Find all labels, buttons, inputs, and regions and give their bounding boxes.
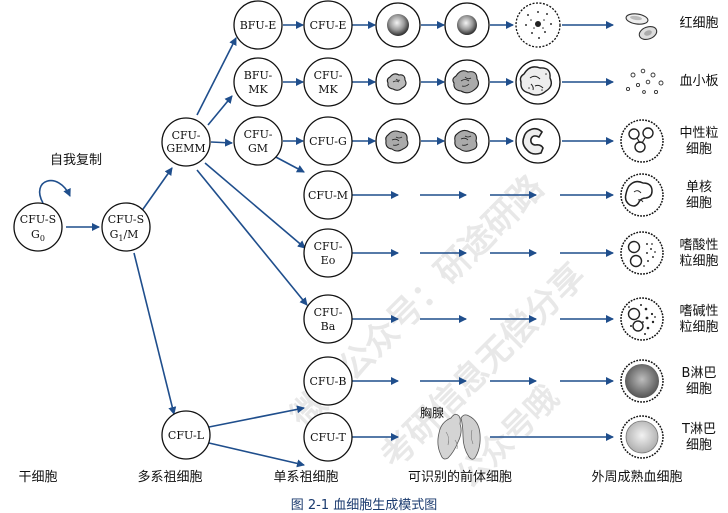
label-cfu-s-g1m-sub: G1/M bbox=[110, 228, 139, 243]
node-bfu-e bbox=[233, 0, 283, 50]
arrow-l-to-b bbox=[208, 405, 305, 428]
label-eosinophil-1: 嗜酸性 bbox=[679, 238, 718, 253]
node-labels: CFU-S G0 CFU-S G1/M CFU- GEMM CFU-L BFU-… bbox=[20, 19, 348, 444]
progenitor-nodes bbox=[13, 0, 353, 462]
precursor-cells: 胸腺 bbox=[375, 2, 561, 460]
label-cfu-t: CFU-T bbox=[310, 431, 346, 444]
label-eosinophil-2: 粒细胞 bbox=[679, 254, 718, 269]
label-cfu-b: CFU-B bbox=[310, 375, 347, 388]
arrow-gemm-to-bfumk bbox=[207, 95, 233, 126]
label-t-cell-2: 细胞 bbox=[686, 438, 712, 453]
label-t-cell-1: T淋巴 bbox=[681, 422, 716, 437]
label-cfu-l: CFU-L bbox=[168, 429, 205, 442]
mk-precursor-2 bbox=[444, 59, 490, 105]
label-cfu-g: CFU-G bbox=[309, 135, 347, 148]
label-cfu-s-g0-sub: G0 bbox=[31, 228, 45, 243]
label-bfu-mk-1: BFU- bbox=[244, 69, 273, 82]
arrow-l-to-t bbox=[208, 442, 305, 468]
label-basophil-1: 嗜碱性 bbox=[679, 304, 718, 319]
figure-caption: 图 2-1 血细胞生成模式图 bbox=[290, 498, 438, 513]
b-lymphocyte-icon bbox=[620, 359, 664, 403]
label-cfu-mk-1: CFU- bbox=[314, 69, 343, 82]
mk-precursor-3 bbox=[515, 59, 561, 105]
rbc-icon bbox=[625, 13, 658, 40]
node-cfu-eo bbox=[303, 228, 353, 278]
node-cfu-t bbox=[303, 412, 353, 462]
mk-precursor-1 bbox=[375, 59, 421, 105]
node-cfu-s-g0 bbox=[13, 202, 63, 252]
neutrophil-icon bbox=[620, 119, 664, 163]
label-cfu-s-g0: CFU-S bbox=[20, 213, 56, 226]
label-cfu-eo-1: CFU- bbox=[314, 240, 343, 253]
label-b-cell-1: B淋巴 bbox=[682, 366, 717, 381]
node-cfu-gemm bbox=[161, 117, 211, 167]
arrow-gm-to-m bbox=[271, 154, 305, 173]
label-bfu-e: BFU-E bbox=[240, 19, 277, 32]
label-basophil-2: 粒细胞 bbox=[679, 320, 718, 335]
label-cfu-ba-1: CFU- bbox=[314, 306, 343, 319]
node-cfu-b bbox=[303, 356, 353, 406]
mature-cells bbox=[620, 13, 664, 459]
label-monocyte-1: 单核 bbox=[686, 180, 712, 195]
t-lymphocyte-icon bbox=[620, 415, 664, 459]
label-cfu-m: CFU-M bbox=[308, 189, 348, 202]
label-platelet: 血小板 bbox=[679, 74, 718, 89]
erythroid-precursor-3 bbox=[515, 2, 561, 48]
node-cfu-ba bbox=[303, 294, 353, 344]
arrow-sm-to-gemm bbox=[140, 167, 173, 213]
mature-labels: 红细胞 血小板 中性粒 细胞 单核 细胞 嗜酸性 粒细胞 嗜碱性 粒细胞 B淋巴… bbox=[679, 15, 718, 453]
column-labels: 干细胞 多系祖细胞 单系祖细胞 可识别的前体细胞 外周成熟血细胞 bbox=[18, 469, 682, 485]
node-cfu-gm bbox=[233, 116, 283, 166]
arrow-gemm-to-bfue bbox=[196, 37, 237, 116]
label-bfu-mk-2: MK bbox=[248, 83, 268, 96]
arrow-sm-to-l bbox=[133, 252, 177, 415]
arrow-gemm-to-eo bbox=[204, 162, 306, 249]
eosinophil-icon bbox=[620, 231, 664, 275]
basophil-icon bbox=[620, 297, 664, 341]
column-mature: 外周成熟血细胞 bbox=[591, 469, 682, 485]
label-rbc: 红细胞 bbox=[679, 15, 718, 31]
self-renew-label: 自我复制 bbox=[50, 153, 102, 168]
label-monocyte-2: 细胞 bbox=[686, 196, 712, 211]
node-cfu-s-g1m bbox=[101, 202, 151, 252]
label-neutrophil-2: 细胞 bbox=[686, 142, 712, 157]
column-stem: 干细胞 bbox=[18, 470, 57, 485]
column-multi: 多系祖细胞 bbox=[137, 469, 202, 485]
node-cfu-g bbox=[303, 116, 353, 166]
platelet-icon bbox=[625, 68, 664, 95]
label-cfu-mk-2: MK bbox=[318, 83, 338, 96]
label-cfu-ba-2: Ba bbox=[321, 320, 336, 333]
self-renew-loop-arrow bbox=[38, 179, 71, 204]
column-single: 单系祖细胞 bbox=[273, 470, 338, 485]
arrow-gemm-to-ba bbox=[196, 169, 308, 306]
label-neutrophil-1: 中性粒 bbox=[679, 126, 718, 141]
label-gemm-1: CFU- bbox=[172, 129, 201, 142]
erythroid-precursor-1 bbox=[375, 2, 421, 48]
arrows bbox=[66, 21, 614, 468]
arrow-gemm-to-cfugm bbox=[210, 138, 233, 147]
granulocyte-precursor-1 bbox=[375, 118, 421, 164]
thymus-icon bbox=[437, 414, 481, 460]
label-cfu-e: CFU-E bbox=[310, 19, 347, 32]
erythroid-precursor-2 bbox=[444, 2, 490, 48]
label-cfu-gm-1: CFU- bbox=[244, 128, 273, 141]
monocyte-icon bbox=[620, 173, 664, 217]
granulocyte-precursor-2 bbox=[444, 118, 490, 164]
node-bfu-mk bbox=[233, 57, 283, 107]
granulocyte-precursor-3 bbox=[515, 118, 561, 164]
node-cfu-e bbox=[303, 0, 353, 50]
thymus-label: 胸腺 bbox=[420, 405, 444, 420]
node-cfu-mk bbox=[303, 57, 353, 107]
column-precursor: 可识别的前体细胞 bbox=[408, 469, 512, 485]
label-cfu-s-g1m: CFU-S bbox=[108, 213, 144, 226]
node-cfu-m bbox=[303, 170, 353, 220]
label-cfu-eo-2: Eo bbox=[321, 254, 336, 267]
label-b-cell-2: 细胞 bbox=[686, 382, 712, 397]
label-cfu-gm-2: GM bbox=[248, 142, 268, 155]
label-gemm-2: GEMM bbox=[166, 142, 205, 155]
node-cfu-l bbox=[161, 410, 211, 460]
